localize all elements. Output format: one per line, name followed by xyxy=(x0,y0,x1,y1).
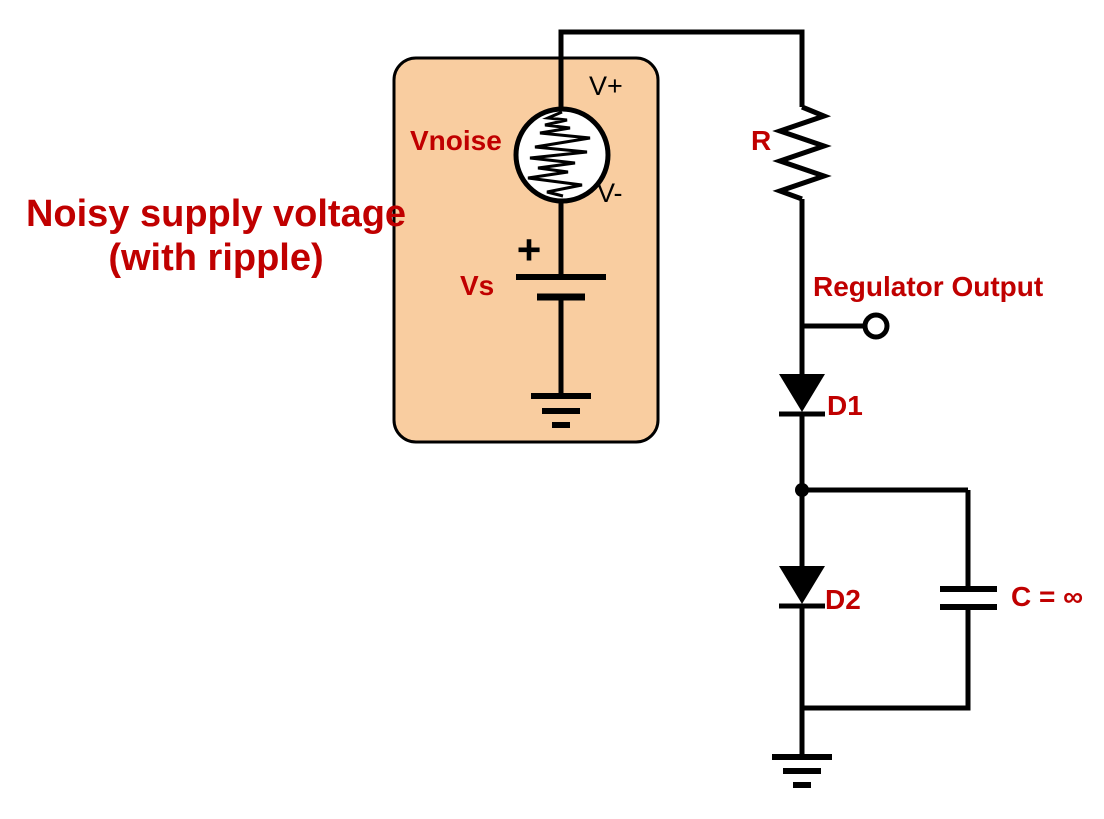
caption-noisy-supply: Noisy supply voltage (with ripple) xyxy=(0,192,432,280)
vs-label: Vs xyxy=(460,270,495,301)
capacitor-label: C = ∞ xyxy=(1011,581,1084,612)
regulator-output-label: Regulator Output xyxy=(813,271,1044,302)
v-plus-label: V+ xyxy=(589,71,623,101)
output-terminal-circle xyxy=(862,312,890,340)
d1-label: D1 xyxy=(827,390,863,421)
wire-top xyxy=(558,29,805,110)
v-minus-label: V- xyxy=(597,178,623,208)
vnoise-label: Vnoise xyxy=(410,125,502,156)
diode-d1-symbol xyxy=(779,374,825,412)
caption-line2: (with ripple) xyxy=(108,237,324,280)
resistor-label: R xyxy=(751,125,772,156)
wire-capacitor-bottom xyxy=(802,607,971,711)
caption-line1: Noisy supply voltage xyxy=(25,193,407,235)
d2-label: D2 xyxy=(825,584,861,615)
diode-d2-symbol xyxy=(779,566,825,604)
noise-waveform-icon xyxy=(527,110,591,198)
resistor-symbol xyxy=(772,104,832,202)
battery-plus-icon: + xyxy=(517,226,542,273)
